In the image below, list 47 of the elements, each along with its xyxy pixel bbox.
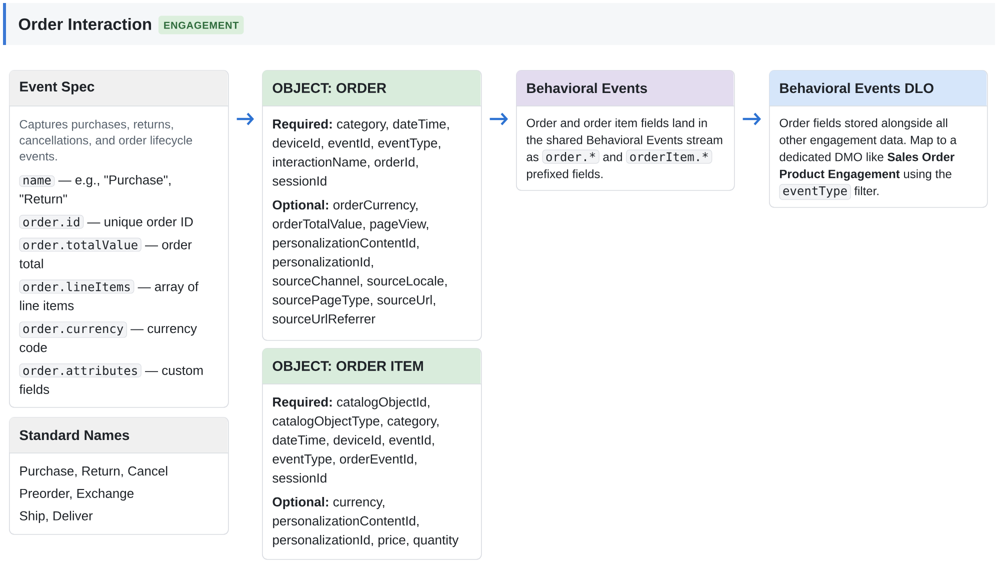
node-label: order.lineItems [23, 282, 130, 292]
node-label: total [19, 258, 43, 268]
list-item: Purchase, Return, Cancel [20, 466, 168, 478]
node-label: Order and order item fields land in [526, 118, 707, 128]
card-header: Event Spec [8, 70, 228, 106]
field-entry: order.currency — currency code [19, 322, 197, 352]
node-label: orderItem.* [630, 152, 708, 162]
category-badge: ENGAGEMENT [158, 16, 244, 34]
card-header: OBJECT: ORDER ITEM [262, 348, 482, 384]
node-label: and [603, 152, 622, 162]
node-label: code [20, 342, 47, 352]
description-text: Order and order item fields land in the shared Behavioral Events stream as order.* and orderItem.* prefixed fields. [526, 118, 722, 181]
node-label: — array of [138, 282, 198, 294]
node-label: prefixed fields. [526, 169, 602, 181]
description-text: Captures purchases, returns, cancellations, and order lifecycle events. [20, 120, 192, 160]
field-entry: name — e.g., "Purchase", "Return" [19, 174, 170, 204]
field-entry: order.totalValue — order total [19, 238, 192, 268]
node-label: — custom [145, 366, 203, 376]
field-entry: order.id — unique order ID [19, 214, 193, 229]
list-item: Ship, Deliver [20, 510, 93, 523]
arrow [490, 112, 508, 126]
field-list: Optional: currency, personalizationContentId, personalizationId, price, quantity [272, 496, 459, 548]
card-header: Standard Names [8, 417, 228, 454]
list-item: Preorder, Exchange [20, 488, 134, 501]
node-label: eventType [783, 186, 847, 198]
node-label: order.* [546, 152, 596, 162]
node-label: fields [19, 384, 50, 394]
node-label: filter. [854, 186, 878, 196]
field-entry: order.attributes — custom fields [19, 363, 203, 394]
description-text: Order fields stored alongside all other engagement data. Map to a dedicated DMO like Sales Order Product Engagement using the eventType filter. [779, 118, 957, 200]
arrow [236, 112, 254, 126]
field-entry: order.lineItems — array of line items [19, 280, 198, 310]
card-header: Behavioral Events DLO [768, 70, 988, 106]
field-list: Optional: orderCurrency, orderTotalValue, pageView, personalizationContentId, personalizationId, sourceChannel, sourceLocale, sourcePageType, sourceUrl, sourceUrlReferrer [272, 200, 447, 324]
node-label: — order [145, 240, 192, 250]
node-label: line items [20, 300, 74, 310]
node-label: order.currency [23, 324, 124, 336]
field-list: Required: catalogObjectId, catalogObjectType, category, dateTime, deviceId, eventId, eventType, orderEventId, sessionId [272, 397, 438, 483]
card-header: OBJECT: ORDER [262, 70, 482, 106]
node-label: order.totalValue [23, 240, 138, 250]
node-label: as [526, 154, 538, 162]
node-label: order.attributes [23, 366, 137, 376]
arrow [742, 112, 761, 126]
node-label: the shared Behavioral Events stream [526, 135, 722, 144]
field-list: Required: category, dateTime, deviceId, eventId, eventType, interactionName, orderId, sessionId [272, 119, 449, 186]
card-header: Behavioral Events [516, 70, 734, 106]
node-label: — currency [130, 326, 197, 336]
